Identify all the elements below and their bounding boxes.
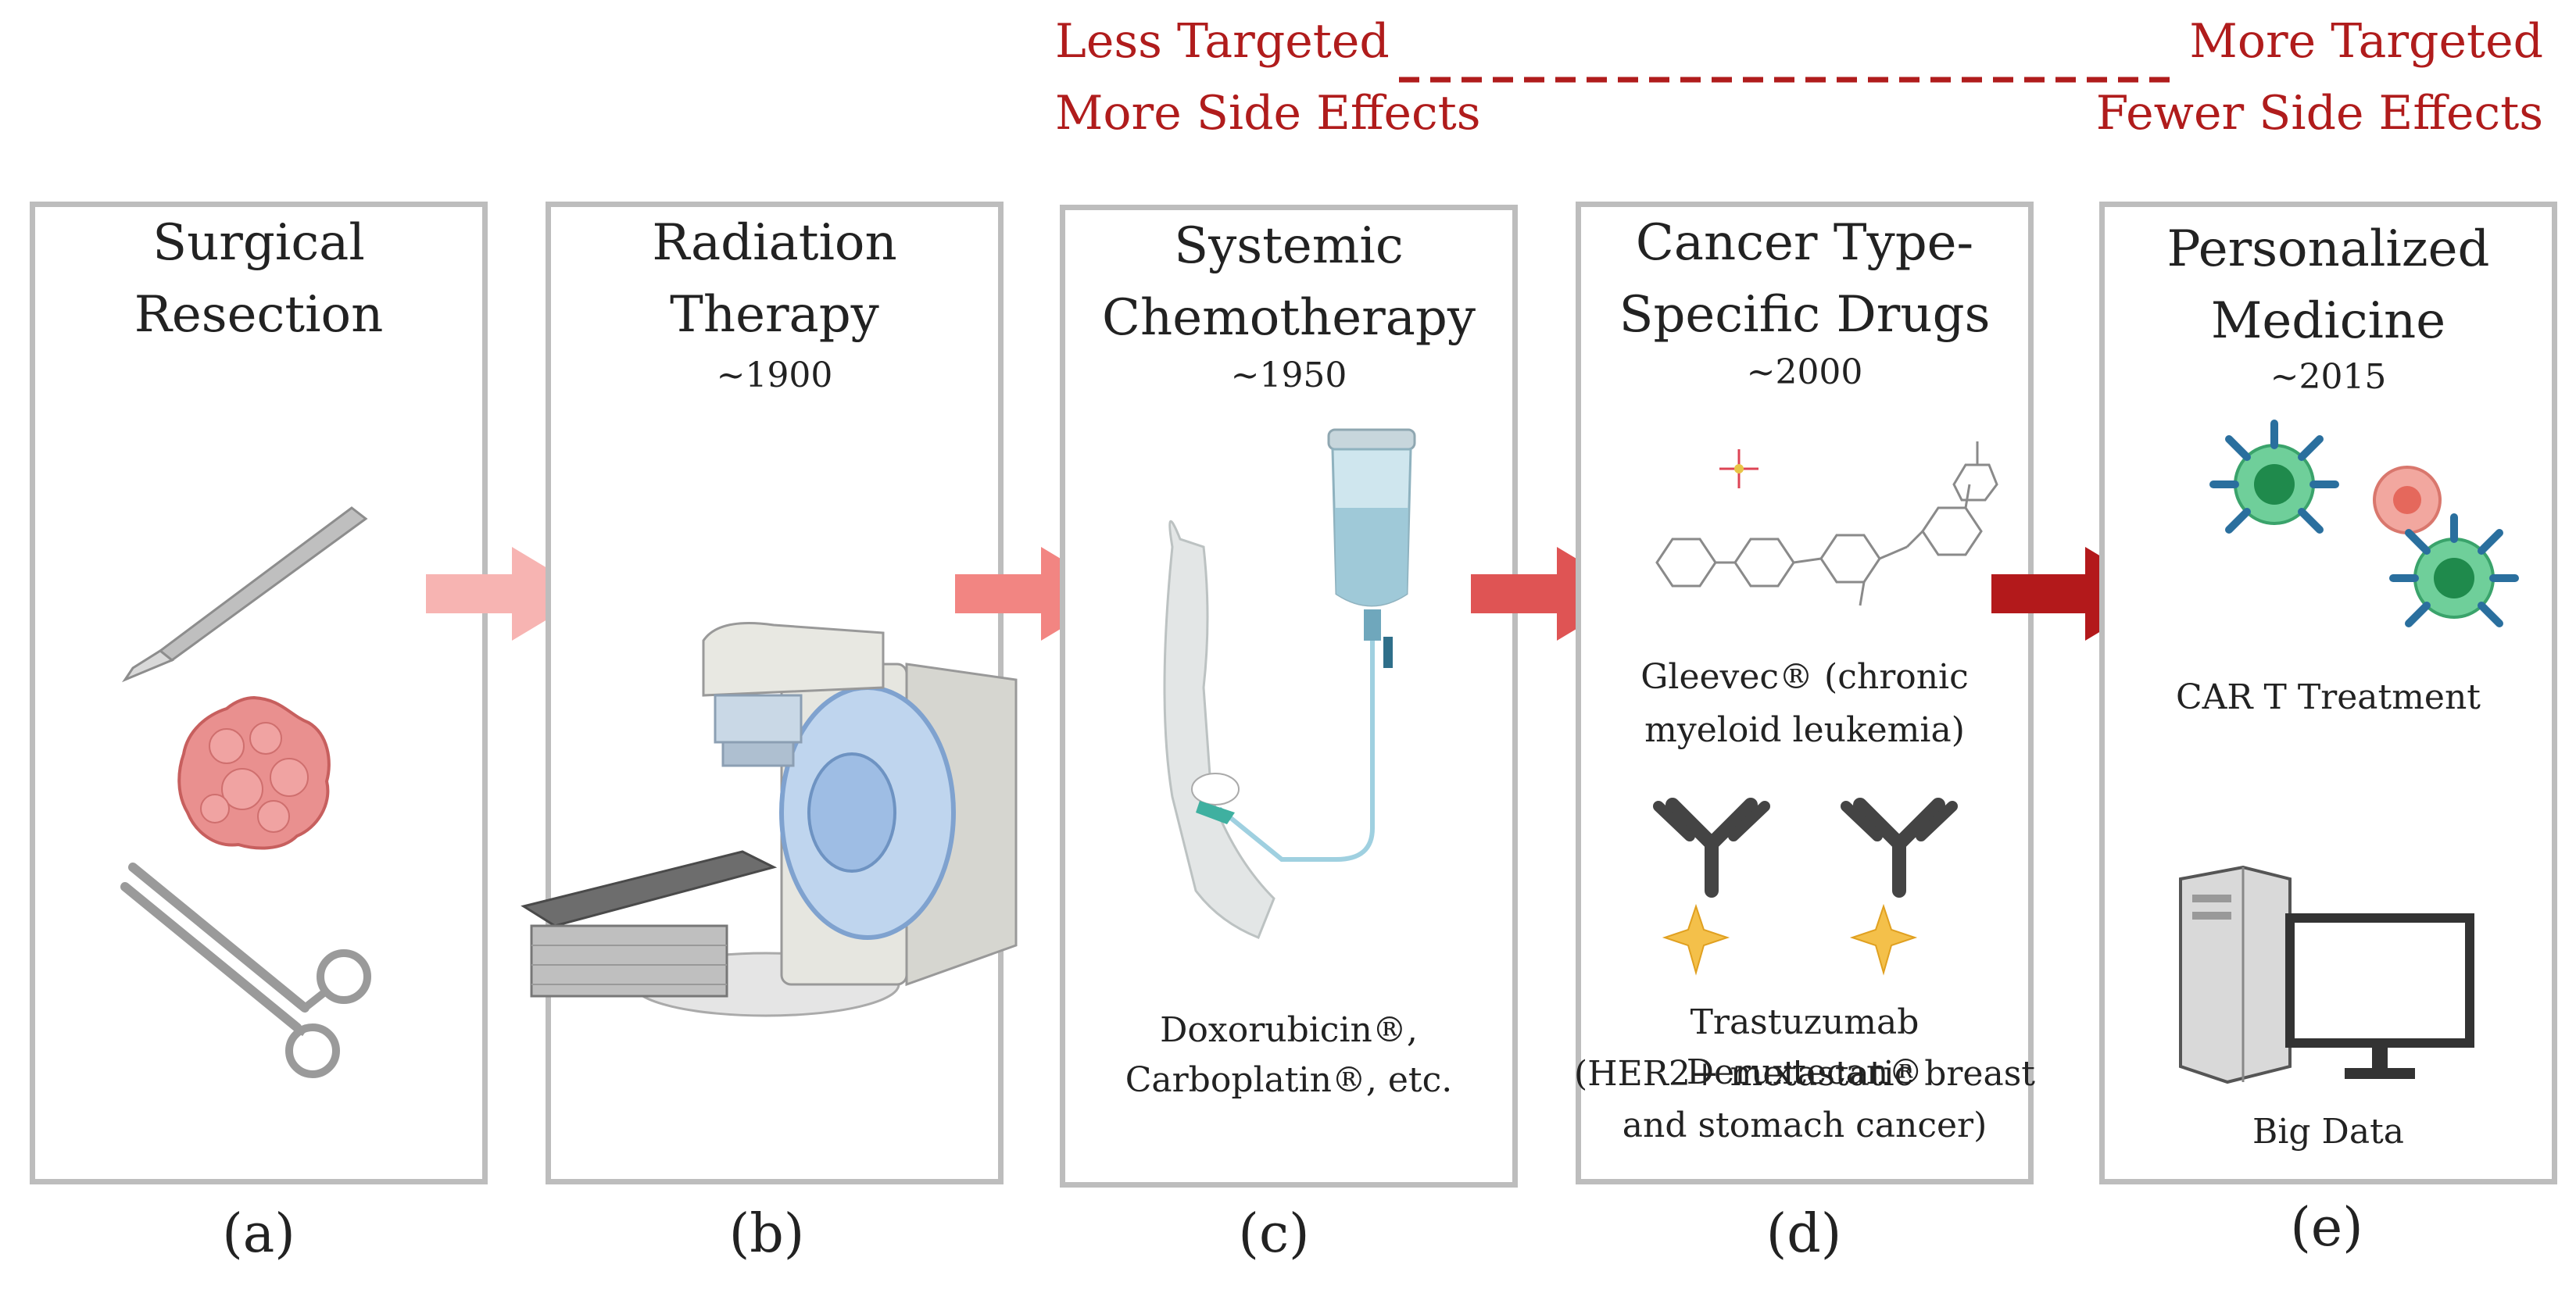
panel-systemic-chemotherapy: Systemic Chemotherapy ~1950 Doxorubicin®… <box>1060 205 1518 1188</box>
panel-title-line2: Resection <box>134 286 384 344</box>
panel-year: ~1900 <box>716 355 833 395</box>
computer-icon <box>2179 865 2474 1084</box>
panel-label-d: (d) <box>1766 1203 1842 1265</box>
panel-personalized-medicine: Personalized Medicine ~2015 CAR T Treatm… <box>2099 202 2557 1184</box>
panel-year: ~2000 <box>1746 352 1863 392</box>
trastuzumab-caption-line1: Trastuzumab Deruxtecan® <box>1686 1002 1923 1092</box>
panel-year: ~1950 <box>1230 355 1347 395</box>
car-t-caption: CAR T Treatment <box>2175 677 2481 717</box>
radiation-machine-icon <box>521 622 1018 1017</box>
panel-title-line1: Cancer Type- <box>1635 214 1974 272</box>
panel-title-line2: Chemotherapy <box>1102 289 1476 347</box>
big-data-caption: Big Data <box>2252 1112 2404 1152</box>
trastuzumab-caption-line3: and stomach cancer) <box>1622 1106 1987 1145</box>
panel-title-line1: Radiation <box>652 214 897 272</box>
panel-cancer-specific-drugs: Cancer Type- Specific Drugs ~2000 Gleeve… <box>1574 202 2035 1184</box>
scale-left-top: Less Targeted <box>1055 14 1390 69</box>
scale-right-top: More Targeted <box>2189 14 2543 69</box>
forceps-icon <box>120 863 371 1078</box>
gleevec-caption-line1: Gleevec® (chronic <box>1640 657 1969 697</box>
scale-left-bottom: More Side Effects <box>1055 86 1481 141</box>
panel-title-line2: Medicine <box>2210 292 2446 350</box>
trastuzumab-caption-line2: (HER2+ metastatic breast <box>1574 1054 2035 1094</box>
panel-title-line2: Therapy <box>670 286 879 344</box>
scalpel-icon <box>122 506 368 683</box>
antibody-drug-icon <box>1653 798 1770 976</box>
panel-year: ~2015 <box>2270 357 2387 397</box>
panel-title-line1: Systemic <box>1174 217 1404 275</box>
panel-title-line1: Personalized <box>2166 220 2490 278</box>
antibody-drug-icon <box>1841 798 1958 976</box>
scale-dashed-line <box>1399 77 2181 83</box>
chemo-caption-line2: Carboplatin®, etc. <box>1125 1060 1453 1100</box>
panel-surgical-resection: Surgical Resection <box>30 202 488 1184</box>
iv-drip-arm-icon <box>1163 428 1416 939</box>
panel-title-line2: Specific Drugs <box>1619 286 1991 344</box>
panel-label-c: (c) <box>1238 1203 1310 1265</box>
panel-label-e: (e) <box>2290 1197 2363 1259</box>
molecule-icon <box>1655 441 1998 606</box>
scale-right-bottom: Fewer Side Effects <box>2095 86 2543 141</box>
car-t-cell-icon <box>2209 420 2519 627</box>
gleevec-caption-line2: myeloid leukemia) <box>1644 710 1965 750</box>
panel-label-b: (b) <box>728 1203 805 1265</box>
chemo-caption-line1: Doxorubicin®, <box>1160 1010 1418 1050</box>
tumor-icon <box>177 695 331 850</box>
panel-title-line1: Surgical <box>152 214 365 272</box>
panel-label-a: (a) <box>222 1203 295 1265</box>
